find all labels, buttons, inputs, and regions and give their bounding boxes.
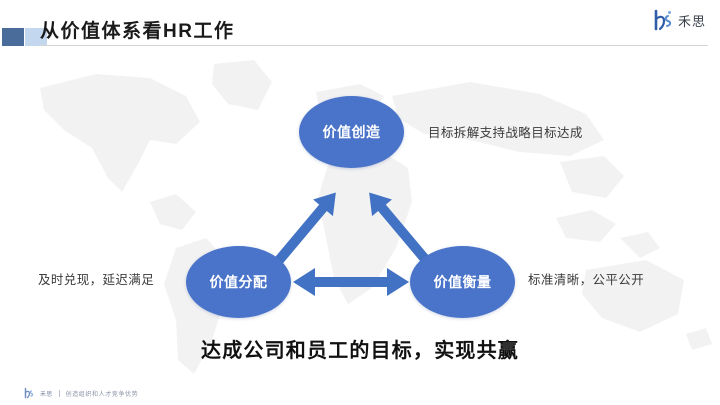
footer-brand-name: 禾思	[40, 391, 53, 398]
annotation-value-creation: 目标拆解支持战略目标达成	[428, 126, 583, 140]
node-label-value-creation: 价值创造	[322, 124, 381, 140]
summary-headline: 达成公司和员工的目标，实现共赢	[201, 340, 519, 362]
header-accent-bar-light	[25, 28, 47, 46]
annotation-value-distribution: 及时兑现，延迟满足	[38, 273, 155, 287]
node-label-value-distribution: 价值分配	[209, 274, 268, 290]
header-accent-bar-dark	[2, 28, 24, 46]
diagram-node-value-distribution[interactable]: 价值分配	[186, 246, 291, 318]
value-system-diagram: 价值创造 价值分配 价值衡量 目标拆解支持战略目标达成 及时兑现，延迟满足 标准…	[0, 52, 720, 405]
connector-distribution-measurement	[293, 268, 409, 296]
page-title: 从价值体系看HR工作	[40, 21, 235, 42]
footer-divider	[58, 389, 60, 397]
title-divider	[40, 45, 708, 46]
brand-name: 禾思	[677, 13, 706, 29]
slide-header: 从价值体系看HR工作 禾思	[0, 0, 720, 52]
node-label-value-measurement: 价值衡量	[433, 274, 492, 290]
footer-tagline: 创造组织和人才竞争优势	[65, 391, 139, 398]
slide-footer: 禾思 创造组织和人才竞争优势	[24, 387, 138, 399]
diagram-node-value-creation[interactable]: 价值创造	[299, 96, 404, 168]
diagram-node-value-measurement[interactable]: 价值衡量	[410, 246, 515, 318]
brand-logo: 禾思	[653, 8, 706, 32]
annotation-value-measurement: 标准清晰，公平公开	[528, 273, 645, 287]
hs-monogram-icon	[24, 387, 34, 399]
hs-monogram-icon	[654, 9, 672, 31]
